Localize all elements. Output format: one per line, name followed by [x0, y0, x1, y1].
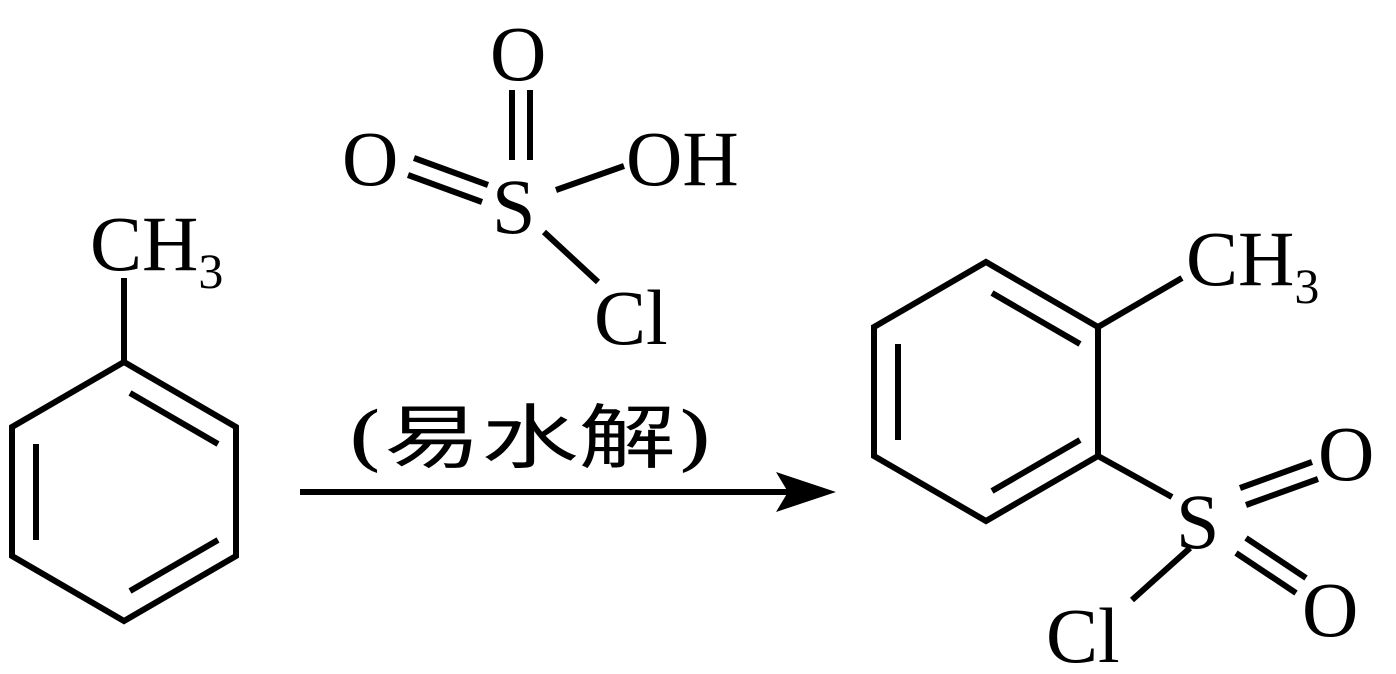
- condition-note: (易水解): [346, 397, 714, 479]
- toluene-ch-text: CH: [90, 200, 198, 287]
- reagent-chlorine: Cl: [594, 274, 668, 361]
- reagent-sulfur: S: [492, 163, 535, 250]
- reagent-chlorosulfonic-acid: O O S OH Cl: [342, 10, 739, 361]
- reagent-oxygen-top: O: [490, 10, 546, 97]
- product-methyl-bond: [1096, 275, 1184, 330]
- product-s-o-lower-double-bond-b: [1234, 550, 1298, 596]
- toluene-ring: [9, 358, 239, 625]
- reagent-s-cl-bond: [541, 229, 601, 285]
- reaction-arrow: [300, 472, 836, 512]
- toluene-methyl-label: CH3: [90, 200, 223, 299]
- product-oxygen-upper: O: [1318, 410, 1374, 497]
- product-s-o-upper-double-bond-b: [1244, 476, 1320, 508]
- product-methyl-label: CH3: [1186, 215, 1319, 314]
- reagent-s-o-left-double-bond-a: [412, 155, 490, 188]
- product-toluenesulfonyl-chloride: CH3 S O O Cl: [871, 215, 1374, 674]
- product-oxygen-lower: O: [1302, 566, 1358, 653]
- product-s-cl-bond: [1129, 545, 1193, 603]
- product-ring: [871, 258, 1101, 525]
- product-ring-s-bond: [1096, 453, 1174, 500]
- product-s-o-upper-double-bond-a: [1238, 459, 1314, 491]
- product-s-o-lower-double-bond-a: [1244, 535, 1308, 581]
- reagent-oxygen-left: O: [342, 115, 398, 202]
- reagent-s-oh-bond: [555, 163, 625, 193]
- reactant-toluene: CH3: [9, 200, 239, 625]
- product-ch-text: CH: [1186, 215, 1294, 302]
- reagent-s-o-left-double-bond-b: [406, 172, 484, 205]
- product-subscript-3: 3: [1294, 258, 1319, 314]
- product-chlorine: Cl: [1046, 592, 1120, 674]
- toluene-subscript-3: 3: [198, 243, 223, 299]
- reagent-hydroxyl: OH: [626, 115, 739, 202]
